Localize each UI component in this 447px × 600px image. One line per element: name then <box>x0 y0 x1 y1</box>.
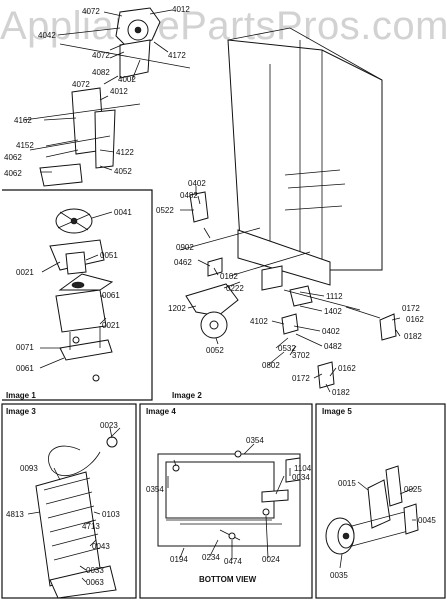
part-label: 4713 <box>82 522 100 531</box>
image5-roller <box>325 465 419 555</box>
part-label: 0061 <box>16 364 34 373</box>
part-label: 1104 <box>294 464 312 473</box>
part-label: 0103 <box>102 510 120 519</box>
caption-image1: Image 1 <box>6 391 36 400</box>
part-label: 0172 <box>292 374 310 383</box>
panel-borders <box>1 189 446 599</box>
part-label: 0902 <box>176 243 194 252</box>
part-label: 1202 <box>168 304 186 313</box>
part-label: 4122 <box>116 148 134 157</box>
part-label: 0025 <box>404 485 422 494</box>
part-label: 0802 <box>262 361 280 370</box>
part-label: 0474 <box>224 557 242 566</box>
part-label: 0482 <box>180 191 198 200</box>
part-label: 0222 <box>226 284 244 293</box>
part-label: 4042 <box>38 31 56 40</box>
part-label: 0182 <box>332 388 350 397</box>
part-label: 0402 <box>188 179 206 188</box>
part-label: 4012 <box>172 5 190 14</box>
evaporator-fan-assembly <box>23 7 191 187</box>
part-label: 0234 <box>202 553 220 562</box>
part-label: 4052 <box>114 167 132 176</box>
part-label: 0522 <box>156 206 174 215</box>
part-label: 0162 <box>338 364 356 373</box>
leader-lines <box>27 9 416 583</box>
part-label: 4072 <box>82 7 100 16</box>
part-label: 1402 <box>324 307 342 316</box>
part-label: 0035 <box>330 571 348 580</box>
part-label: 0015 <box>338 479 356 488</box>
part-label: 0024 <box>262 555 280 564</box>
part-label: 3702 <box>292 351 310 360</box>
part-label: 0462 <box>174 258 192 267</box>
image4-bottom-view <box>157 450 301 547</box>
part-label: 4062 <box>4 153 22 162</box>
part-label: 4012 <box>110 87 128 96</box>
part-label: 0034 <box>292 473 310 482</box>
part-label: 0071 <box>16 343 34 352</box>
image3-condenser <box>35 427 121 599</box>
caption-image5: Image 5 <box>322 407 352 416</box>
image1-assembly <box>49 208 114 382</box>
part-label: 0033 <box>86 566 104 575</box>
caption-image4: Image 4 <box>146 407 176 416</box>
part-label: 0182 <box>404 332 422 341</box>
part-label: 4072 <box>72 80 90 89</box>
part-label: 4002 <box>118 75 136 84</box>
part-label: 0402 <box>322 327 340 336</box>
part-label: 4152 <box>16 141 34 150</box>
image1-border <box>2 189 153 401</box>
image3-border <box>1 403 137 599</box>
part-label: 0354 <box>246 436 264 445</box>
part-label: 0021 <box>102 321 120 330</box>
caption-image2: Image 2 <box>172 391 202 400</box>
image5-border <box>315 403 446 599</box>
part-label: 0532 <box>278 344 296 353</box>
part-label: 4162 <box>14 116 32 125</box>
caption-image3: Image 3 <box>6 407 36 416</box>
part-label: 4082 <box>92 68 110 77</box>
part-label: 0194 <box>170 555 188 564</box>
part-label: 0063 <box>86 578 104 587</box>
part-label: 4062 <box>4 169 22 178</box>
part-label: 0172 <box>402 304 420 313</box>
image2-hardware <box>179 191 397 389</box>
part-label: 0482 <box>324 342 342 351</box>
image4-border <box>139 403 313 599</box>
part-label: 0051 <box>100 251 118 260</box>
part-label: 0045 <box>418 516 436 525</box>
part-label: 4102 <box>250 317 268 326</box>
part-label: 0061 <box>102 291 120 300</box>
part-label: 0021 <box>16 268 34 277</box>
part-label: 0043 <box>92 542 110 551</box>
part-label: 4072 <box>92 51 110 60</box>
part-label: 1112 <box>326 292 343 301</box>
part-label: 4813 <box>6 510 24 519</box>
caption-bottom-view: BOTTOM VIEW <box>199 575 257 584</box>
cabinet <box>227 27 383 286</box>
part-label: 0354 <box>146 485 164 494</box>
part-label: 0041 <box>114 208 132 217</box>
part-label: 0162 <box>406 315 424 324</box>
part-label: 0093 <box>20 464 38 473</box>
part-label: 0102 <box>220 272 238 281</box>
part-label: 0052 <box>206 346 224 355</box>
part-label: 0023 <box>100 421 118 430</box>
part-label: 4172 <box>168 51 186 60</box>
